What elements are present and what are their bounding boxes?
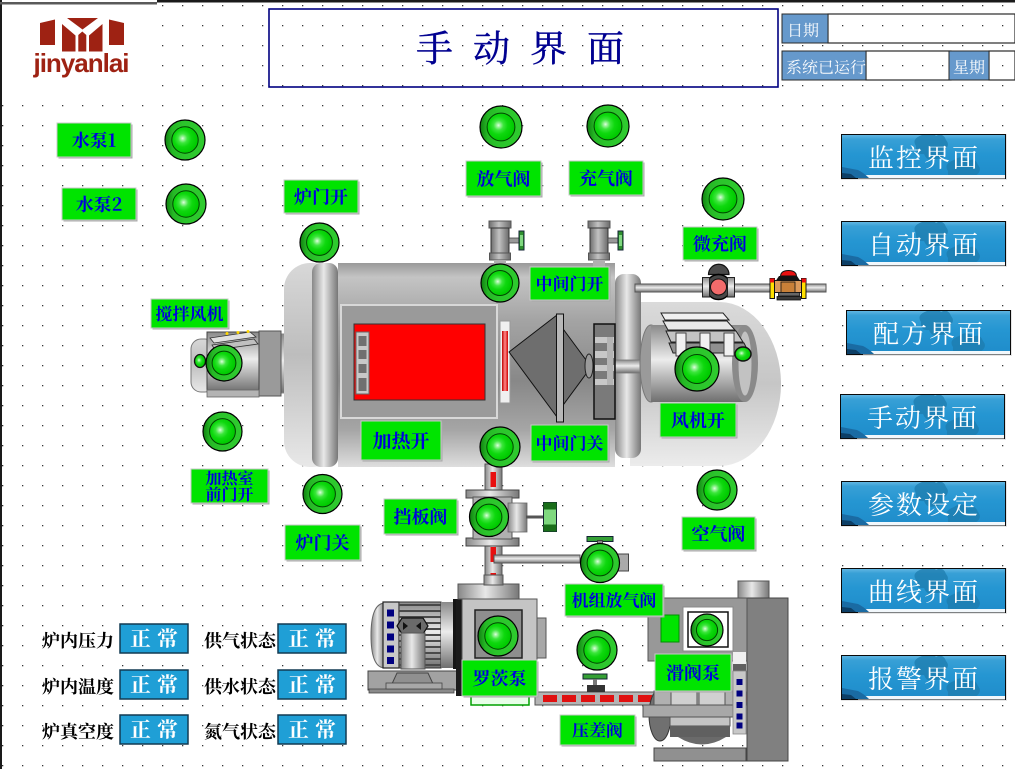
svg-text:jinyanlai: jinyanlai bbox=[32, 48, 128, 78]
